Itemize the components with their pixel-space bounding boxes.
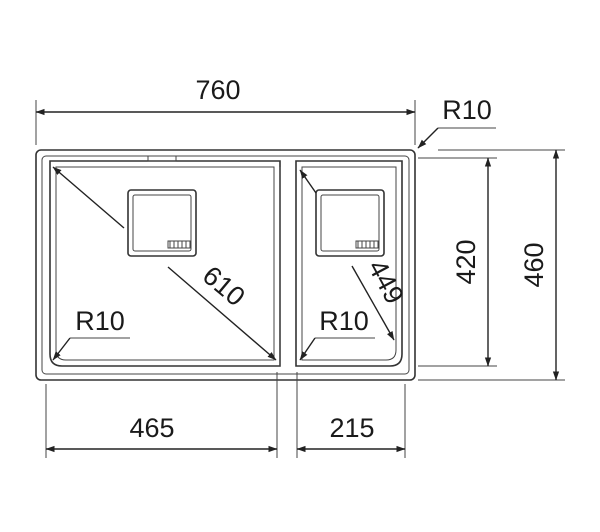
label-overall-width: 760: [195, 75, 240, 105]
sink-body: [35, 149, 416, 381]
small-bowl: [295, 160, 403, 367]
label-bowl-height: 420: [451, 239, 481, 284]
dim-corner-radius: R10: [417, 95, 496, 149]
dim-large-radius: R10: [52, 306, 130, 361]
label-overall-height: 460: [519, 242, 549, 287]
sink-inner-edge: [41, 155, 410, 375]
label-small-bowl-width: 215: [329, 413, 374, 443]
sink-outer-edge: [35, 149, 416, 381]
small-bowl-inner: [301, 166, 397, 361]
dim-bowl-height: 420: [418, 157, 497, 367]
dim-small-radius: R10: [299, 306, 375, 361]
dim-overall-height: 460: [418, 149, 565, 381]
label-small-radius: R10: [319, 306, 369, 336]
label-large-radius: R10: [75, 306, 125, 336]
dim-large-bowl-width: 465: [45, 372, 278, 458]
label-large-diagonal: 610: [197, 260, 251, 312]
dim-overall-width: 760: [35, 75, 416, 145]
label-corner-radius: R10: [442, 95, 492, 125]
overflow-slot: [147, 155, 177, 162]
dim-small-bowl-width: 215: [296, 372, 406, 458]
large-drain: [127, 189, 197, 257]
small-drain: [315, 189, 385, 257]
large-bowl: [49, 160, 281, 367]
label-large-bowl-width: 465: [129, 413, 174, 443]
